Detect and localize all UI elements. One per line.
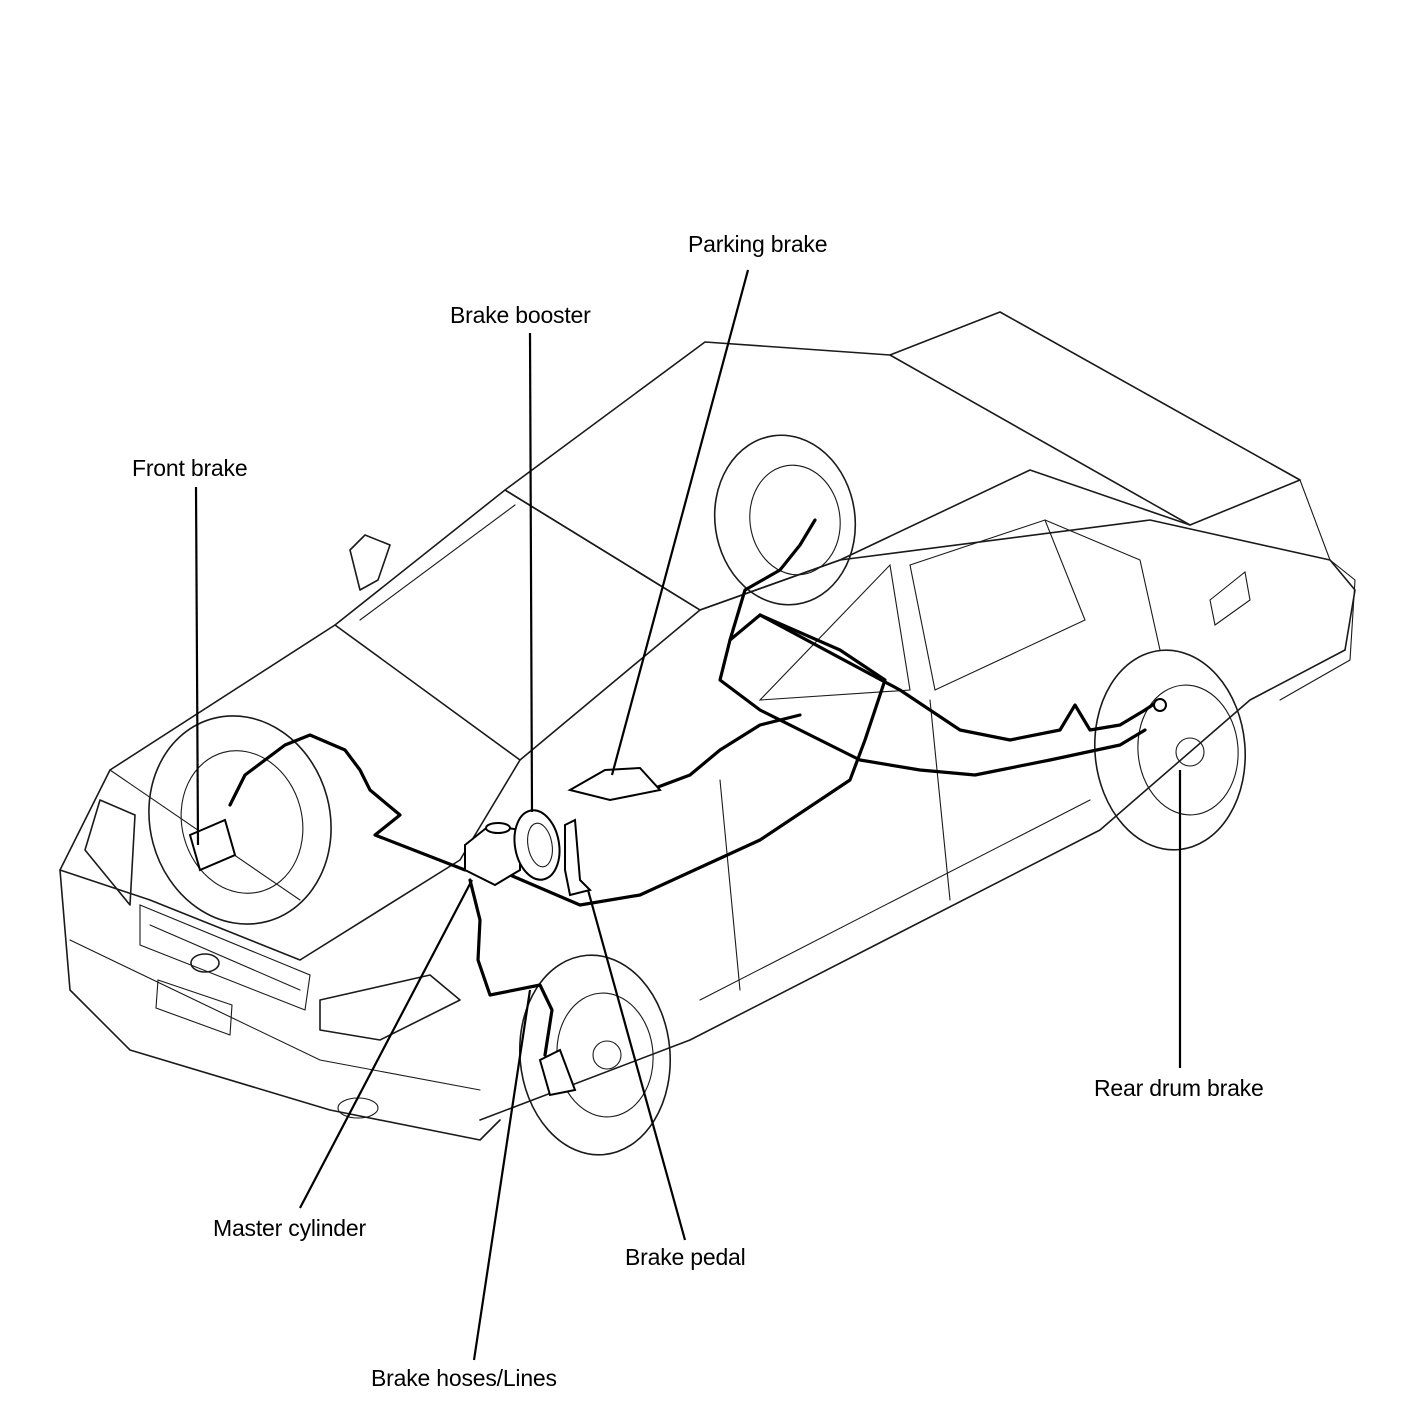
leader-brake-pedal [586, 889, 687, 1241]
components [188, 698, 1167, 1097]
leader-parking-brake [610, 269, 750, 776]
car-body [59, 311, 1356, 1141]
brake-lines [228, 518, 1162, 1057]
label-rear-drum-brake: Rear drum brake [1094, 1075, 1264, 1101]
label-front-brake: Front brake [132, 455, 248, 481]
label-master-cylinder: Master cylinder [213, 1215, 366, 1241]
label-brake-hoses-lines: Brake hoses/Lines [371, 1365, 557, 1391]
leader-brake-hoses [472, 989, 532, 1361]
label-brake-pedal: Brake pedal [625, 1244, 746, 1270]
leader-brake-booster [528, 332, 534, 813]
leader-front-brake [194, 486, 200, 846]
label-brake-booster: Brake booster [450, 302, 591, 328]
leader-master-cylinder [299, 879, 473, 1209]
label-parking-brake: Parking brake [688, 231, 828, 257]
leader-lines [194, 269, 1182, 1361]
